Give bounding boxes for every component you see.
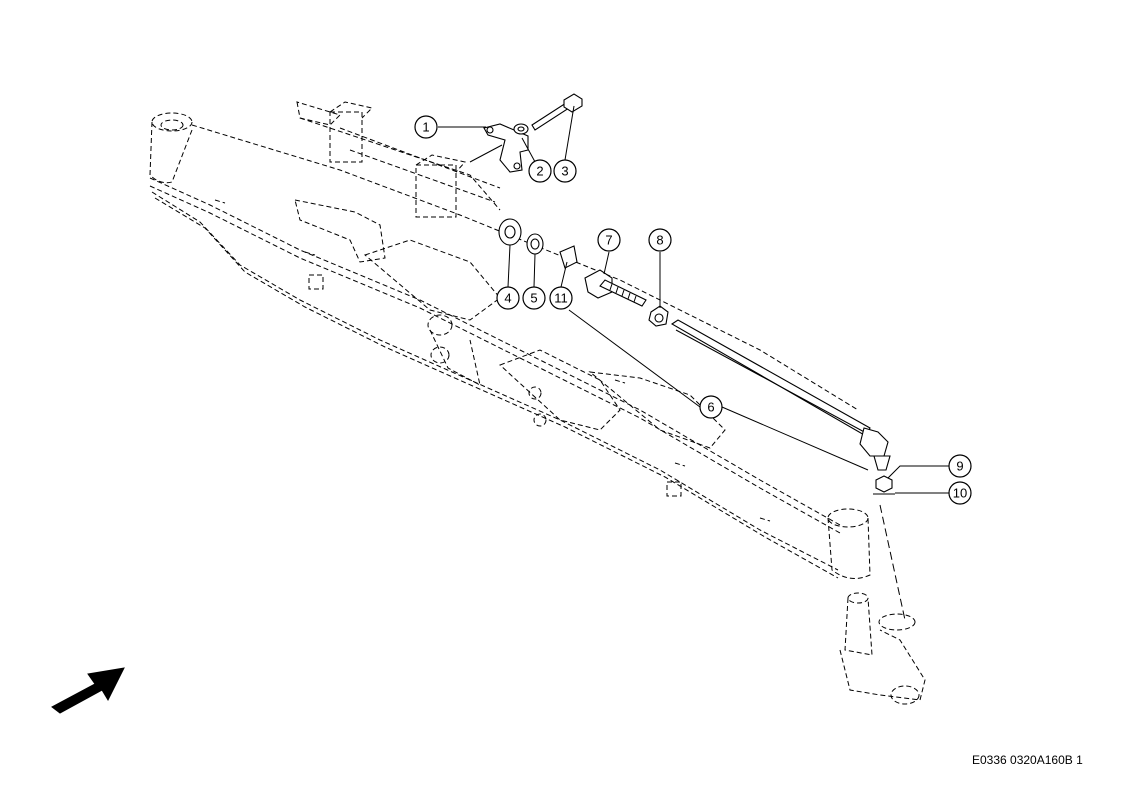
callout-label: 11 <box>554 291 568 306</box>
callout-label: 6 <box>707 400 714 415</box>
steering-knuckle-ghost <box>839 504 926 705</box>
callout-label: 2 <box>536 164 543 179</box>
tie-rod-part <box>670 319 891 471</box>
castle-nut-part <box>875 475 893 493</box>
callout-6: 6 <box>699 395 723 419</box>
callout-1: 1 <box>414 115 438 139</box>
callout-label: 1 <box>422 120 429 135</box>
inner-ball-joint-part <box>584 269 647 307</box>
bushing-part <box>498 218 522 246</box>
axle-beam-ghost <box>149 112 871 580</box>
bolt-part <box>531 93 583 131</box>
callout-3: 3 <box>553 159 577 183</box>
callout-2: 2 <box>528 159 552 183</box>
callout-label: 7 <box>605 233 612 248</box>
lock-plate-part <box>559 245 578 269</box>
callout-7: 7 <box>597 228 621 252</box>
arrow-icon <box>51 667 125 714</box>
nut-part <box>526 233 544 255</box>
washer-part <box>513 123 529 135</box>
callout-11: 11 <box>549 286 573 310</box>
callout-8: 8 <box>648 228 672 252</box>
callout-label: 8 <box>656 233 663 248</box>
callout-9: 9 <box>948 454 972 478</box>
callout-label: 4 <box>504 291 511 306</box>
callout-label: 9 <box>956 459 963 474</box>
callout-label: 10 <box>953 486 967 501</box>
callout-10: 10 <box>948 481 972 505</box>
callout-5: 5 <box>522 286 546 310</box>
callout-4: 4 <box>496 286 520 310</box>
callout-label: 3 <box>561 164 568 179</box>
callout-label: 5 <box>530 291 537 306</box>
cylinder-housing-ghost <box>296 101 501 218</box>
drawing-reference-code: E0336 0320A160B 1 <box>972 753 1083 767</box>
clamp-part <box>648 305 669 327</box>
